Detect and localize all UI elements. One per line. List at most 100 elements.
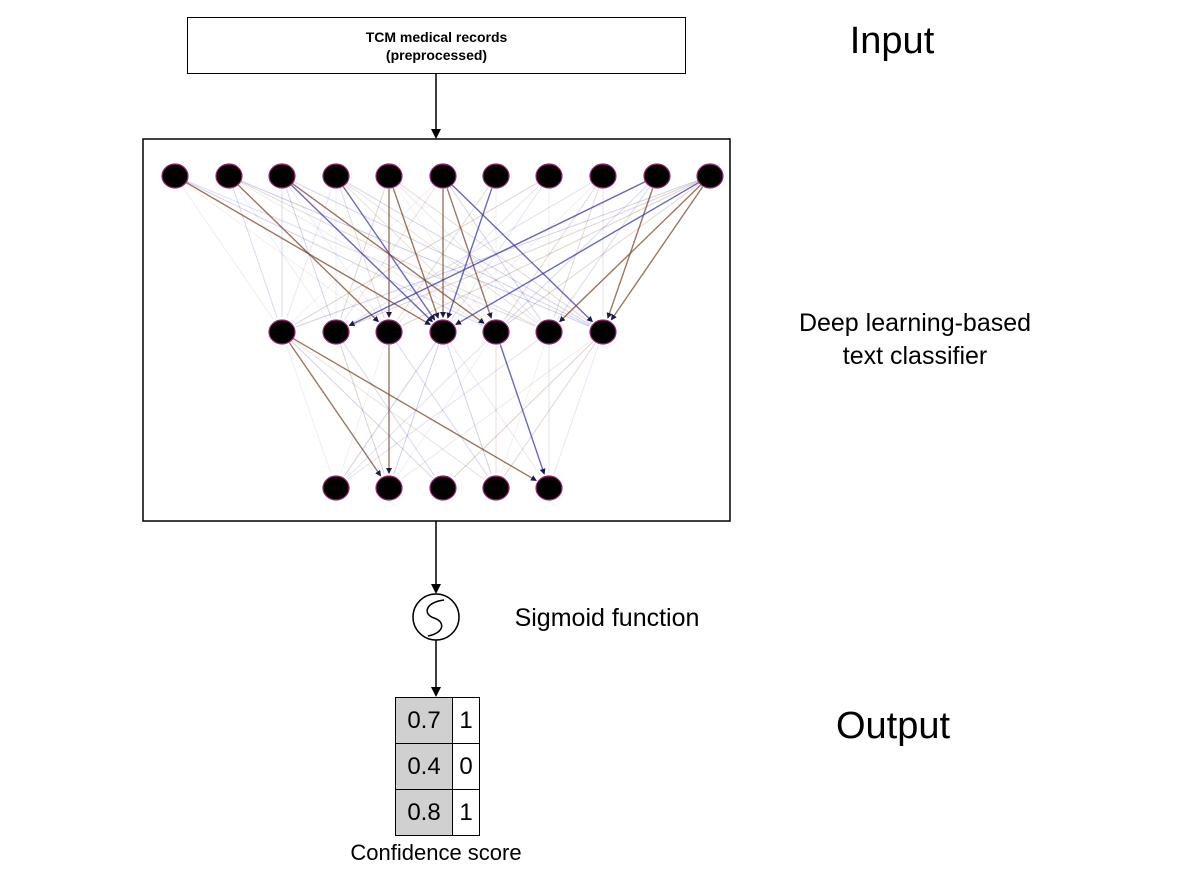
label-cell: 1 — [452, 789, 480, 836]
network-edge — [295, 179, 698, 328]
label-cell: 1 — [452, 697, 480, 744]
network-edge — [237, 184, 379, 323]
network-edge — [346, 340, 488, 478]
network-edge — [292, 337, 537, 482]
network-node — [589, 163, 617, 189]
network-edge — [347, 339, 539, 480]
network-edge — [499, 344, 546, 475]
network-node — [535, 163, 563, 189]
network-edge — [292, 183, 485, 324]
network-edge — [449, 342, 541, 476]
network-edge — [181, 186, 274, 320]
input-box-subtitle: (preprocessed) — [385, 46, 488, 63]
sigmoid-icon — [412, 593, 460, 641]
network-edge — [348, 181, 646, 327]
input-label: Input — [849, 20, 935, 62]
network-edge — [294, 182, 539, 325]
network-edge — [610, 186, 704, 321]
network-edge — [240, 180, 590, 327]
network-edge — [504, 186, 597, 320]
network-edge — [235, 186, 328, 320]
network-edge — [449, 186, 541, 320]
network-edge — [397, 342, 490, 476]
network-edge — [348, 182, 593, 325]
confidence-cell: 0.8 — [395, 789, 453, 836]
network-node — [268, 163, 296, 189]
network-node — [643, 163, 671, 189]
network-node — [482, 319, 510, 345]
network-edge — [451, 184, 593, 323]
network-edge — [286, 188, 333, 318]
table-row: 0.8 1 — [395, 789, 480, 836]
network-edge — [453, 340, 595, 478]
network-edge — [446, 344, 492, 474]
table-row: 0.7 1 — [395, 697, 480, 744]
network-node — [375, 475, 403, 501]
classifier-label: Deep learning-based text classifier — [760, 307, 1070, 373]
network-edge — [349, 180, 699, 327]
network-edge — [288, 342, 382, 477]
network-edge — [559, 184, 702, 323]
network-node — [429, 475, 457, 501]
network-edge — [453, 184, 595, 322]
output-table: 0.7 1 0.4 0 0.8 1 — [395, 697, 480, 836]
network-node — [589, 319, 617, 345]
network-edge — [293, 181, 590, 326]
network-edge — [346, 183, 538, 324]
output-label: Output — [835, 705, 951, 747]
network-node — [535, 475, 563, 501]
network-edge — [339, 188, 385, 318]
network-edge — [395, 342, 488, 476]
network-edge — [397, 184, 539, 322]
network-edges — [181, 179, 704, 482]
network-edge — [344, 186, 437, 320]
network-edge — [557, 186, 651, 320]
network-edge — [504, 342, 597, 476]
confidence-score-caption: Confidence score — [350, 840, 522, 865]
network-edge — [285, 188, 332, 318]
network-node — [375, 319, 403, 345]
network-edge — [399, 183, 592, 324]
network-edge — [292, 339, 485, 480]
network-node — [215, 163, 243, 189]
network-edge — [451, 186, 543, 320]
network-edge — [292, 184, 435, 322]
network-edge — [186, 181, 483, 326]
network-node — [322, 163, 350, 189]
network-edge — [446, 188, 493, 319]
network-edge — [500, 344, 546, 474]
network-edge — [392, 188, 440, 319]
network-node — [322, 319, 350, 345]
network-node — [429, 163, 457, 189]
classifier-label-line2: text classifier — [842, 342, 988, 370]
network-edge — [290, 340, 433, 478]
network-edge — [395, 186, 488, 320]
network-node — [482, 163, 510, 189]
network-node — [268, 319, 296, 345]
network-node — [322, 475, 350, 501]
confidence-cell: 0.4 — [395, 743, 453, 790]
network-edge — [285, 344, 332, 474]
input-box: TCM medical records (preprocessed) — [187, 17, 686, 74]
network-edge — [455, 181, 700, 326]
network-node — [375, 163, 403, 189]
network-node — [482, 475, 510, 501]
network-node — [161, 163, 189, 189]
network-edge — [553, 344, 600, 474]
network-edge — [339, 344, 385, 474]
network-edge — [393, 344, 440, 474]
network-node — [429, 319, 457, 345]
network-edge — [185, 183, 378, 324]
network-node — [696, 163, 724, 189]
table-row: 0.4 0 — [395, 743, 480, 790]
network-edge — [399, 184, 541, 322]
network-edge — [340, 188, 386, 318]
network-node — [535, 319, 563, 345]
confidence-cell: 0.7 — [395, 697, 453, 744]
network-edge — [400, 339, 593, 480]
sigmoid-label: Sigmoid function — [514, 604, 700, 632]
network-nodes — [161, 163, 724, 501]
network-edge — [402, 181, 699, 326]
network-edge — [340, 344, 386, 474]
